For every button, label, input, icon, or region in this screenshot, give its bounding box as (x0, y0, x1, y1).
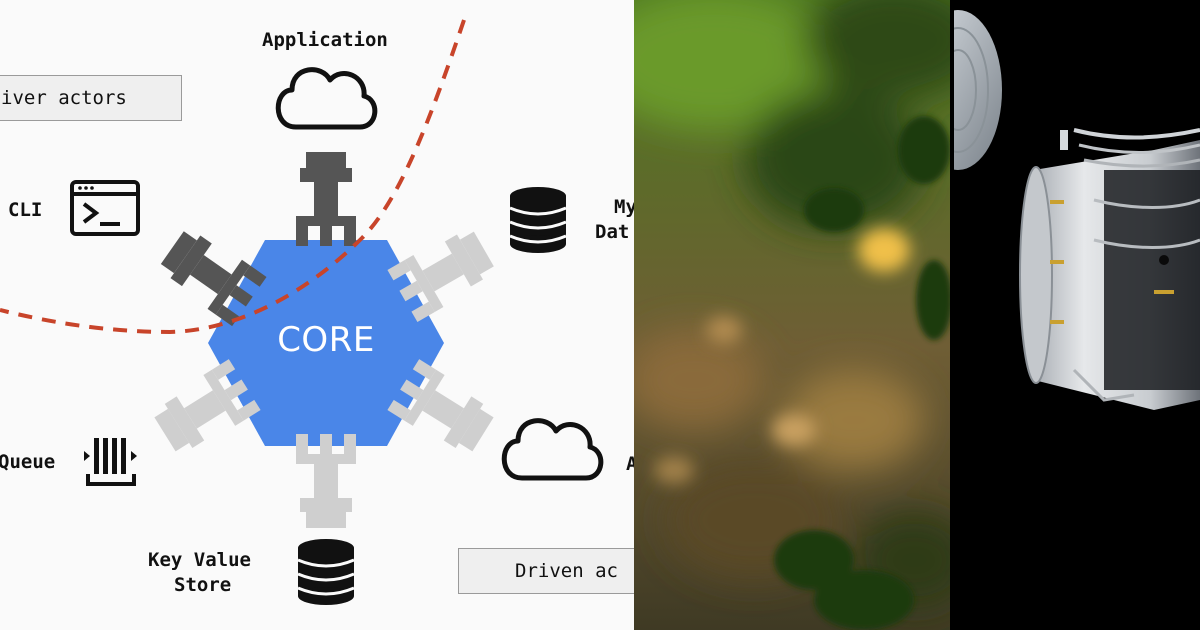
database-label-line2: Dat (595, 221, 630, 243)
cloud-icon (275, 67, 378, 130)
driven-actors-box: Driven ac (458, 548, 634, 594)
key-value-store-label-line2: Store (174, 574, 232, 596)
driver-actors-box: iver actors (0, 75, 182, 121)
driven-actors-label: Driven ac (515, 560, 618, 582)
driven-port-key-value-store (296, 434, 356, 528)
driver-port-application (296, 152, 356, 246)
space-photo-canvas (954, 0, 1200, 630)
forest-photo-canvas (634, 0, 950, 630)
core-hexagon (208, 240, 444, 446)
cloud-icon-right (501, 418, 604, 481)
application-label: Application (262, 29, 388, 51)
terminal-icon (70, 180, 140, 236)
driver-actors-label: iver actors (1, 87, 127, 109)
satellite-dish (954, 10, 1002, 170)
database-label-line1: My (614, 196, 634, 218)
driven-port-database (387, 231, 494, 322)
cloud-right-label: A (626, 453, 634, 475)
core-label: CORE (277, 320, 375, 360)
database-icon-key-value (297, 539, 355, 605)
blurred-forest-photo (634, 0, 950, 630)
driven-port-cloud (387, 359, 494, 452)
space-station-module-photo (954, 0, 1200, 630)
key-value-store-label-line1: Key Value (148, 549, 251, 571)
database-icon (509, 187, 567, 253)
diagram-canvas (0, 19, 604, 605)
hexagonal-architecture-diagram: CORE iver actors Driven ac Application C… (0, 0, 634, 630)
queue-icon (84, 438, 137, 486)
cli-label: CLI (8, 199, 43, 221)
driven-port-queue (154, 359, 261, 452)
station-module (1019, 128, 1200, 410)
queue-label: Queue (0, 451, 56, 473)
